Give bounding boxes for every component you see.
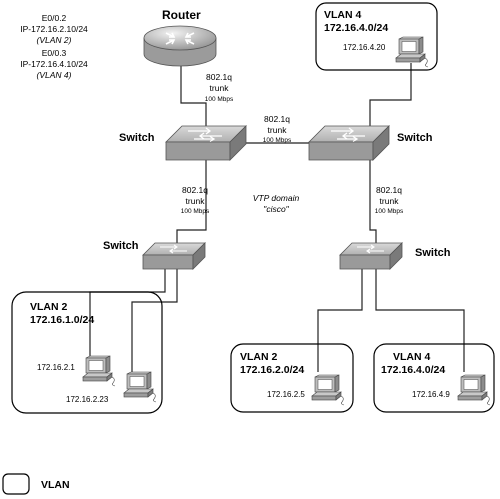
svg-text:trunk: trunk <box>186 196 206 206</box>
left-down-trunk-line <box>176 160 207 243</box>
router-trunk-line <box>180 66 207 126</box>
vlan-box <box>315 2 438 71</box>
right-down-trunk-line <box>369 160 377 243</box>
switch-label: Switch <box>103 240 139 252</box>
trunk-label-right-down: 802.1q trunk 100 Mbps <box>375 185 404 215</box>
svg-text:802.1q: 802.1q <box>206 72 232 82</box>
host-ip: 172.16.2.1 <box>37 363 75 372</box>
trunk-label-router: 802.1q trunk 100 Mbps <box>205 72 234 103</box>
interface-name: E0/0.2 <box>42 13 67 23</box>
vlan-subnet: 172.16.2.0/24 <box>240 364 304 376</box>
switch-label: Switch <box>415 247 451 259</box>
router-label: Router <box>162 8 201 22</box>
bottom-left-host2-line <box>131 269 178 372</box>
pc-icon[interactable] <box>123 371 157 403</box>
pc-icon[interactable] <box>457 374 491 406</box>
svg-text:100 Mbps: 100 Mbps <box>263 137 292 144</box>
trunk-label-inter-switch: 802.1q trunk 100 Mbps <box>263 114 292 144</box>
interface-vlan: (VLAN 4) <box>37 70 72 80</box>
interface-ip: IP-172.16.2.10/24 <box>20 24 88 34</box>
legend: VLAN <box>2 473 70 495</box>
host-ip: 172.16.4.9 <box>412 390 450 399</box>
router-interfaces: E0/0.2 IP-172.16.2.10/24 (VLAN 2) E0/0.3… <box>20 13 88 80</box>
host-ip: 172.16.2.5 <box>267 390 305 399</box>
vlan-name: VLAN 2 <box>30 301 68 313</box>
pc-icon[interactable] <box>311 374 345 406</box>
pc-icon[interactable] <box>82 355 116 387</box>
vlan-subnet: 172.16.4.0/24 <box>381 364 445 376</box>
interface-name: E0/0.3 <box>42 48 67 58</box>
pc-icon[interactable] <box>395 36 429 68</box>
svg-text:trunk: trunk <box>380 196 400 206</box>
vlan-bottom-left: VLAN 2 172.16.1.0/24 172.16.2.1 172.16.2… <box>11 291 163 414</box>
svg-text:VTP domain: VTP domain <box>253 193 300 203</box>
svg-text:trunk: trunk <box>210 83 230 93</box>
svg-text:"cisco": "cisco" <box>263 204 289 214</box>
svg-text:802.1q: 802.1q <box>182 185 208 195</box>
vlan-bottom-mid: VLAN 2 172.16.2.0/24 172.16.2.5 <box>230 343 354 413</box>
svg-text:100 Mbps: 100 Mbps <box>181 208 210 215</box>
vlan-box <box>230 343 354 413</box>
switch-icon <box>308 125 390 161</box>
legend-swatch <box>2 473 30 495</box>
switch-label: Switch <box>119 132 155 144</box>
legend-label: VLAN <box>41 479 70 491</box>
vlan-top: VLAN 4 172.16.4.0/24 172.16.4.20 <box>315 2 438 71</box>
vlan-box <box>11 291 163 414</box>
switch-top-left[interactable]: Switch <box>119 125 247 161</box>
vlan-subnet: 172.16.1.0/24 <box>30 314 94 326</box>
bottom-left-host1-line <box>89 269 166 356</box>
vlan-name: VLAN 4 <box>324 9 362 21</box>
vlan-box <box>373 343 495 413</box>
switch-bottom-right[interactable]: Switch <box>339 242 451 270</box>
switch-label: Switch <box>397 132 433 144</box>
switch-bottom-left[interactable]: Switch <box>103 240 206 270</box>
router[interactable]: Router <box>143 8 217 67</box>
switch-icon <box>339 242 403 270</box>
switch-to-vlan4-top-line <box>369 63 412 126</box>
switch-top-right[interactable]: Switch <box>308 125 433 161</box>
connections <box>89 63 465 372</box>
switch-icon <box>165 125 247 161</box>
svg-text:802.1q: 802.1q <box>264 114 290 124</box>
switch-icon <box>142 242 206 270</box>
interface-ip: IP-172.16.4.10/24 <box>20 59 88 69</box>
svg-text:802.1q: 802.1q <box>376 185 402 195</box>
vlan-name: VLAN 4 <box>393 351 431 363</box>
svg-text:100 Mbps: 100 Mbps <box>205 96 234 103</box>
host-ip: 172.16.2.23 <box>66 395 109 404</box>
host-ip: 172.16.4.20 <box>343 43 386 52</box>
svg-text:trunk: trunk <box>268 125 288 135</box>
router-icon <box>143 25 217 67</box>
svg-text:100 Mbps: 100 Mbps <box>375 208 404 215</box>
interface-vlan: (VLAN 2) <box>37 35 72 45</box>
vlan-bottom-right: VLAN 4 172.16.4.0/24 172.16.4.9 <box>373 343 495 413</box>
bottom-mid-host-line <box>317 269 363 372</box>
bottom-right-host-line <box>375 269 465 372</box>
vtp-domain-label: VTP domain "cisco" <box>253 193 300 214</box>
vlan-name: VLAN 2 <box>240 351 278 363</box>
trunk-label-left-down: 802.1q trunk 100 Mbps <box>181 185 210 215</box>
vlan-subnet: 172.16.4.0/24 <box>324 22 388 34</box>
